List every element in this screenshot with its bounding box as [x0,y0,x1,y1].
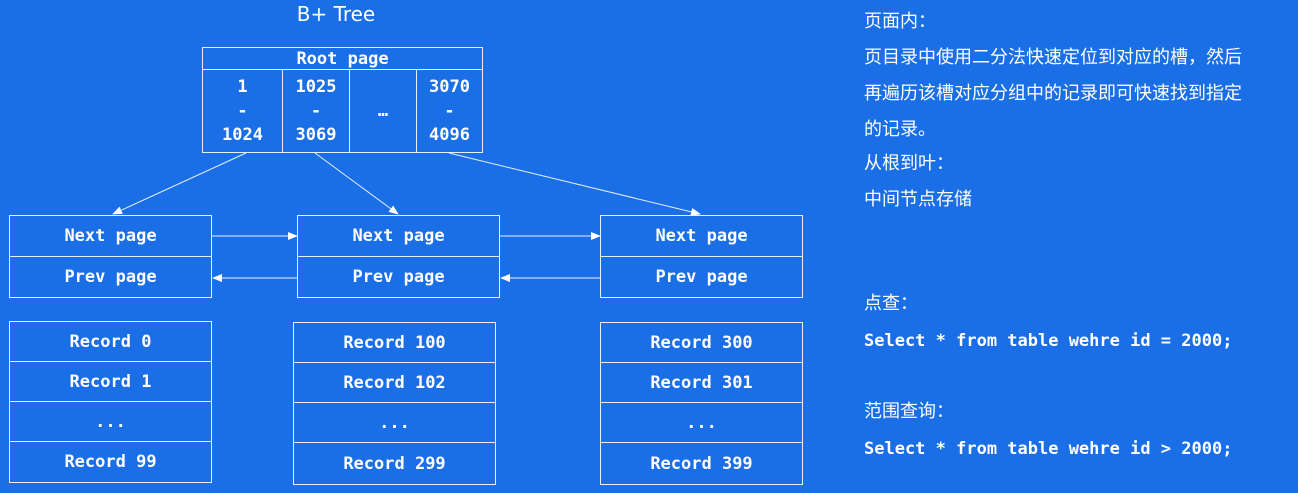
root-cell-4-mid: - [444,101,455,121]
record-cell: Record 102 [293,362,496,403]
in-page-line-3: 的记录。 [864,119,936,140]
range-query-sql: Select * from table wehre id > 2000; [864,439,1233,459]
root-cell-2-mid: - [310,101,322,121]
root-to-leaf-label: 从根到叶： [864,153,954,174]
root-cell-2-bot: 3069 [295,125,337,145]
root-cell-4: 3070 - 4096 [416,69,483,153]
in-page-line-2: 再遍历该槽对应分组中的记录即可快速找到指定 [864,83,1242,104]
root-cell-3: … [349,69,417,153]
record-cell: Record 399 [600,442,803,485]
root-to-leaf-text: 中间节点存储 [864,189,972,210]
page-1-prev: Prev page [9,256,212,298]
root-cell-1-mid: - [237,101,248,121]
range-query-label: 范围查询： [864,401,954,422]
page-3-prev: Prev page [600,256,803,298]
arrow-root-to-page-3 [448,152,701,216]
record-cell: Record 0 [9,321,212,362]
record-cell: ... [9,401,212,442]
page-1-next: Next page [9,215,212,257]
root-cell-1: 1 - 1024 [202,69,283,153]
point-query-label: 点查： [864,293,918,314]
record-cell: ... [293,402,496,443]
root-cell-1-bot: 1024 [222,125,263,145]
in-page-label: 页面内： [864,11,936,32]
in-page-line-1: 页目录中使用二分法快速定位到对应的槽，然后 [864,47,1242,68]
page-2-prev: Prev page [297,256,500,298]
root-cell-2: 1025 - 3069 [282,69,350,153]
record-cell: Record 301 [600,362,803,403]
record-cell: ... [600,402,803,443]
root-cell-1-top: 1 [237,77,248,97]
diagram-title: B+ Tree [296,2,376,26]
root-cell-4-top: 3070 [429,77,470,97]
record-cell: Record 300 [600,322,803,363]
point-query-sql: Select * from table wehre id = 2000; [864,331,1233,351]
root-cell-2-top: 1025 [295,77,337,97]
arrow-root-to-page-1 [112,152,247,215]
page-3-next: Next page [600,215,803,257]
record-cell: Record 100 [293,322,496,363]
record-cell: Record 99 [9,441,212,483]
arrow-root-to-page-2 [314,152,399,215]
record-cell: Record 1 [9,361,212,402]
record-cell: Record 299 [293,442,496,485]
root-cell-4-bot: 4096 [429,125,470,145]
page-2-next: Next page [297,215,500,257]
root-page-header: Root page [202,47,483,70]
root-cell-3-mid: … [377,101,389,121]
